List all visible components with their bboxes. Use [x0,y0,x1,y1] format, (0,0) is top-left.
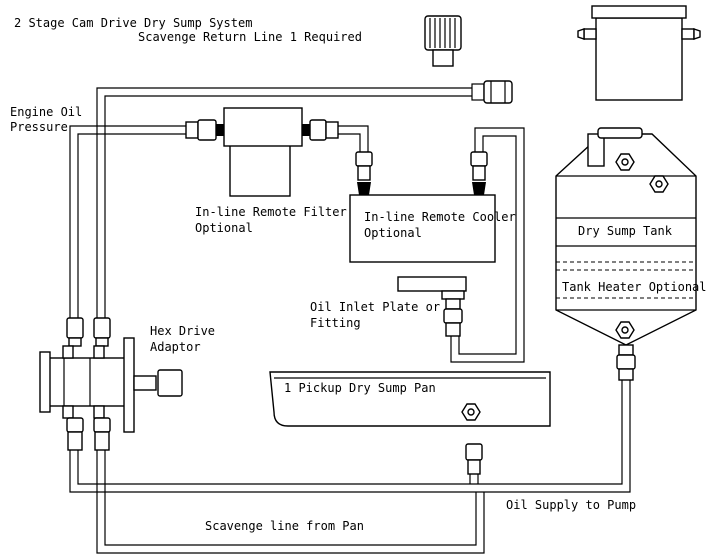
hex-drive-label-line2: Adaptor [150,340,201,354]
scavenge-label: Scavenge line from Pan [205,519,364,533]
reservoir-icon [577,5,701,101]
pan-outlet-fitting [465,443,483,475]
tank-label: Dry Sump Tank [578,224,673,238]
supply-label: Oil Supply to Pump [506,498,636,512]
return-fitting-icon [471,80,513,104]
breather-icon [424,15,462,67]
filter-label-line2: Optional [195,221,253,235]
dry-sump-pan [269,371,551,427]
diagram-subtitle: Scavenge Return Line 1 Required [138,30,362,44]
diagram-title: 2 Stage Cam Drive Dry Sump System [14,16,252,30]
inlet-label-line2: Fitting [310,316,361,330]
remote-filter [185,107,339,197]
cooler-label-line1: In-line Remote Cooler [364,210,516,224]
filter-label-line1: In-line Remote Filter [195,205,347,219]
hex-drive-label-line1: Hex Drive [150,324,215,338]
hose-lines [69,87,631,554]
oil-inlet-plate [397,276,467,337]
pan-label: 1 Pickup Dry Sump Pan [284,381,436,395]
engine-oil-label-line1: Engine Oil [10,105,82,119]
dry-sump-tank [555,127,697,381]
remote-cooler [349,151,496,263]
cooler-label-line2: Optional [364,226,422,240]
pump-assembly [39,317,183,451]
heater-label: Tank Heater Optional [562,280,707,294]
inlet-label-line1: Oil Inlet Plate or [310,300,440,314]
engine-oil-label-line2: Pressure [10,120,68,134]
